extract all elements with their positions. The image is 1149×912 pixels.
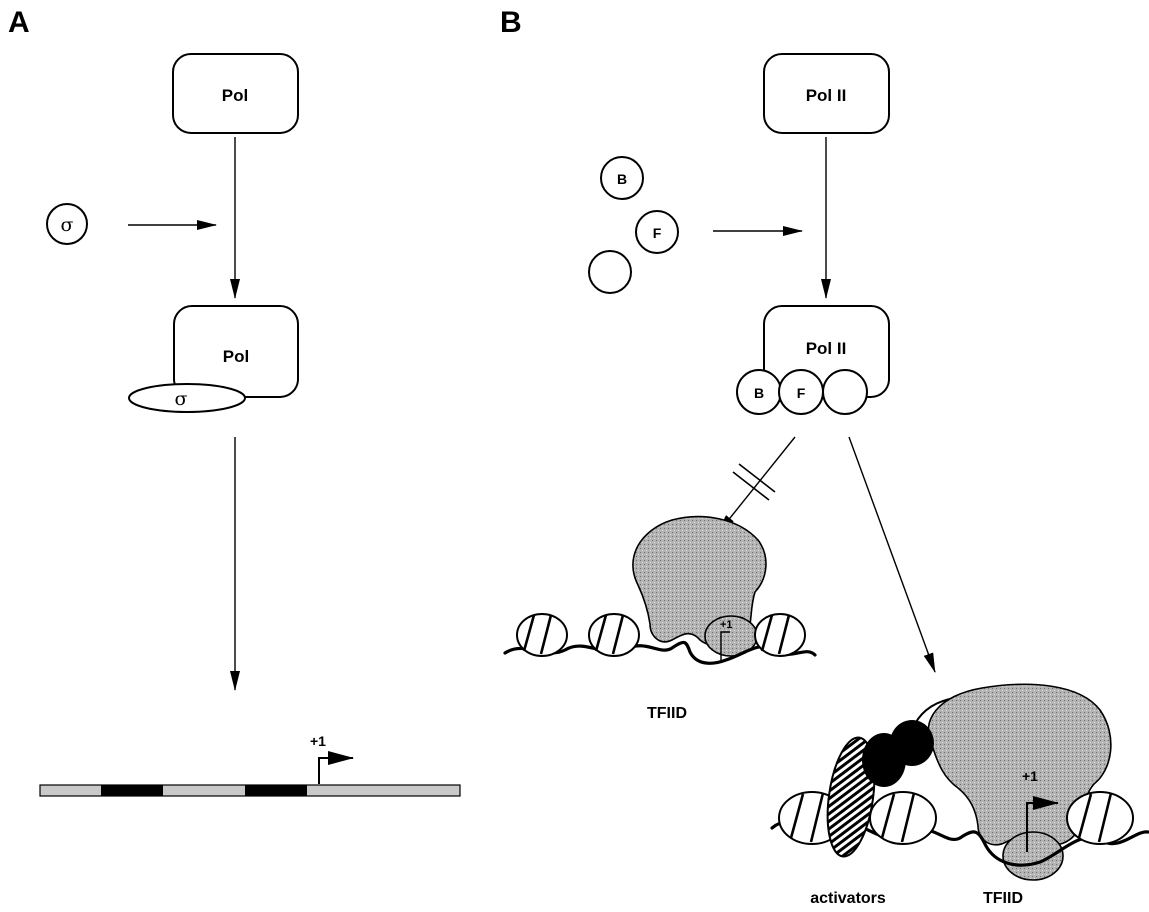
promoter-element-1 <box>101 785 163 796</box>
panel-b: B Pol II B F Pol II B F <box>500 6 1149 907</box>
promoter-element-2 <box>245 785 307 796</box>
nucleosome-left-2 <box>588 613 640 657</box>
factor-unlabeled-bound <box>822 369 868 415</box>
pol-top-label: Pol <box>222 86 248 105</box>
sigma-bound-label: σ <box>175 388 188 410</box>
bound-b-label: B <box>754 385 764 401</box>
factor-b-free: B <box>600 156 644 200</box>
panel-b-letter: B <box>500 6 522 39</box>
start-site-left-arrow <box>720 631 730 662</box>
sigma-free-label: σ <box>61 214 74 236</box>
start-site-a: +1 <box>310 733 354 784</box>
factor-f-free: F <box>635 210 679 254</box>
chromatin-left: +1 TFIID <box>503 515 817 722</box>
panel-a: A Pol σ Pol σ +1 <box>8 6 461 797</box>
nucleosome-left-1 <box>516 613 568 657</box>
pol-bottom-label: Pol <box>223 347 249 366</box>
tfiid-left-caption: TFIID <box>647 705 687 722</box>
pol-sigma-holoenzyme: Pol σ <box>128 305 299 413</box>
activator-black-2 <box>890 720 934 766</box>
tbp-right <box>1002 831 1064 881</box>
pol2-top-label: Pol II <box>806 86 847 105</box>
nucleosome-left-3 <box>754 613 806 657</box>
tfiid-right-caption: TFIID <box>983 890 1023 907</box>
activator-hatched <box>826 736 876 858</box>
nucleosome-right-2 <box>869 791 937 845</box>
pol-top-box: Pol <box>172 53 299 134</box>
factor-f-label: F <box>653 225 662 241</box>
pol2-bottom-label: Pol II <box>806 339 847 358</box>
factor-b-label: B <box>617 171 627 187</box>
bound-f-label: F <box>797 385 806 401</box>
nucleosome-right-3 <box>1066 791 1134 845</box>
sigma-bound-ellipse <box>128 383 246 413</box>
start-site-right-label: +1 <box>1022 768 1038 784</box>
start-site-left-label: +1 <box>720 619 733 631</box>
promoter-dna <box>39 784 461 797</box>
sigma-factor-free: σ <box>46 203 88 245</box>
chromatin-right: +1 activators TFIID <box>770 683 1149 907</box>
pol2-top-box: Pol II <box>763 53 890 134</box>
activators-caption: activators <box>810 890 886 907</box>
start-site-right-arrow <box>1026 796 1059 852</box>
factor-unlabeled-free <box>588 250 632 294</box>
activated-arrow <box>848 436 936 673</box>
pol2-complex: Pol II B F <box>736 305 890 415</box>
start-site-a-label: +1 <box>310 733 326 749</box>
panel-a-letter: A <box>8 6 30 39</box>
blocked-arrow <box>717 436 796 534</box>
